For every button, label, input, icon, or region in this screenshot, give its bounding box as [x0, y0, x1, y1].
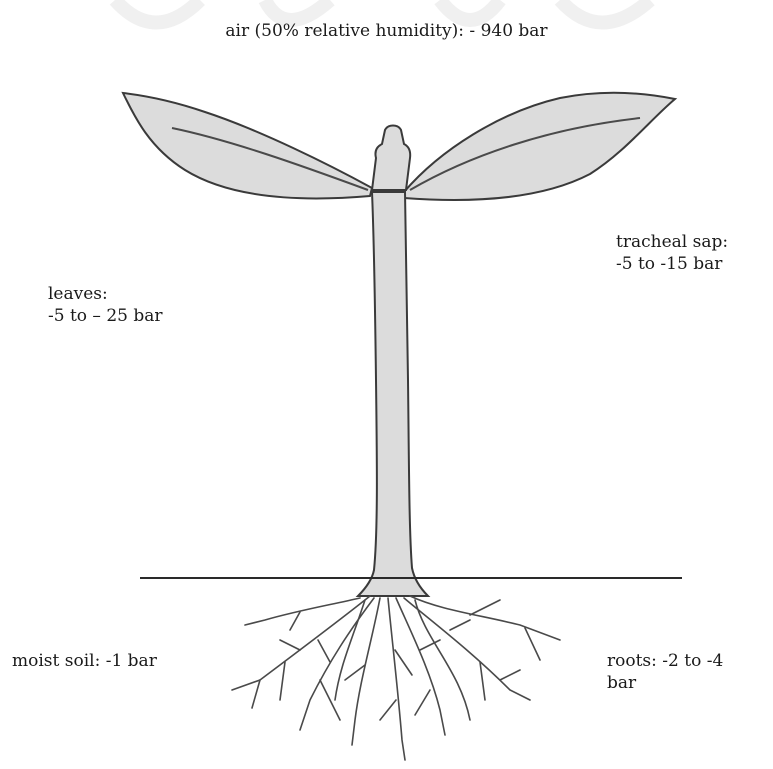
air-water-potential-label: air (50% relative humidity): - 940 bar	[0, 20, 773, 42]
apex-bud	[372, 126, 410, 191]
tracheal-sap-water-potential-label: tracheal sap: -5 to -15 bar	[616, 231, 728, 275]
moist-soil-water-potential-label: moist soil: -1 bar	[12, 650, 157, 672]
leaves-water-potential-label: leaves: -5 to – 25 bar	[48, 283, 163, 327]
stem	[358, 192, 428, 596]
roots-water-potential-label: roots: -2 to -4 bar	[607, 650, 773, 694]
left-leaf	[123, 93, 372, 198]
right-leaf	[404, 93, 675, 200]
root-system	[232, 596, 560, 760]
